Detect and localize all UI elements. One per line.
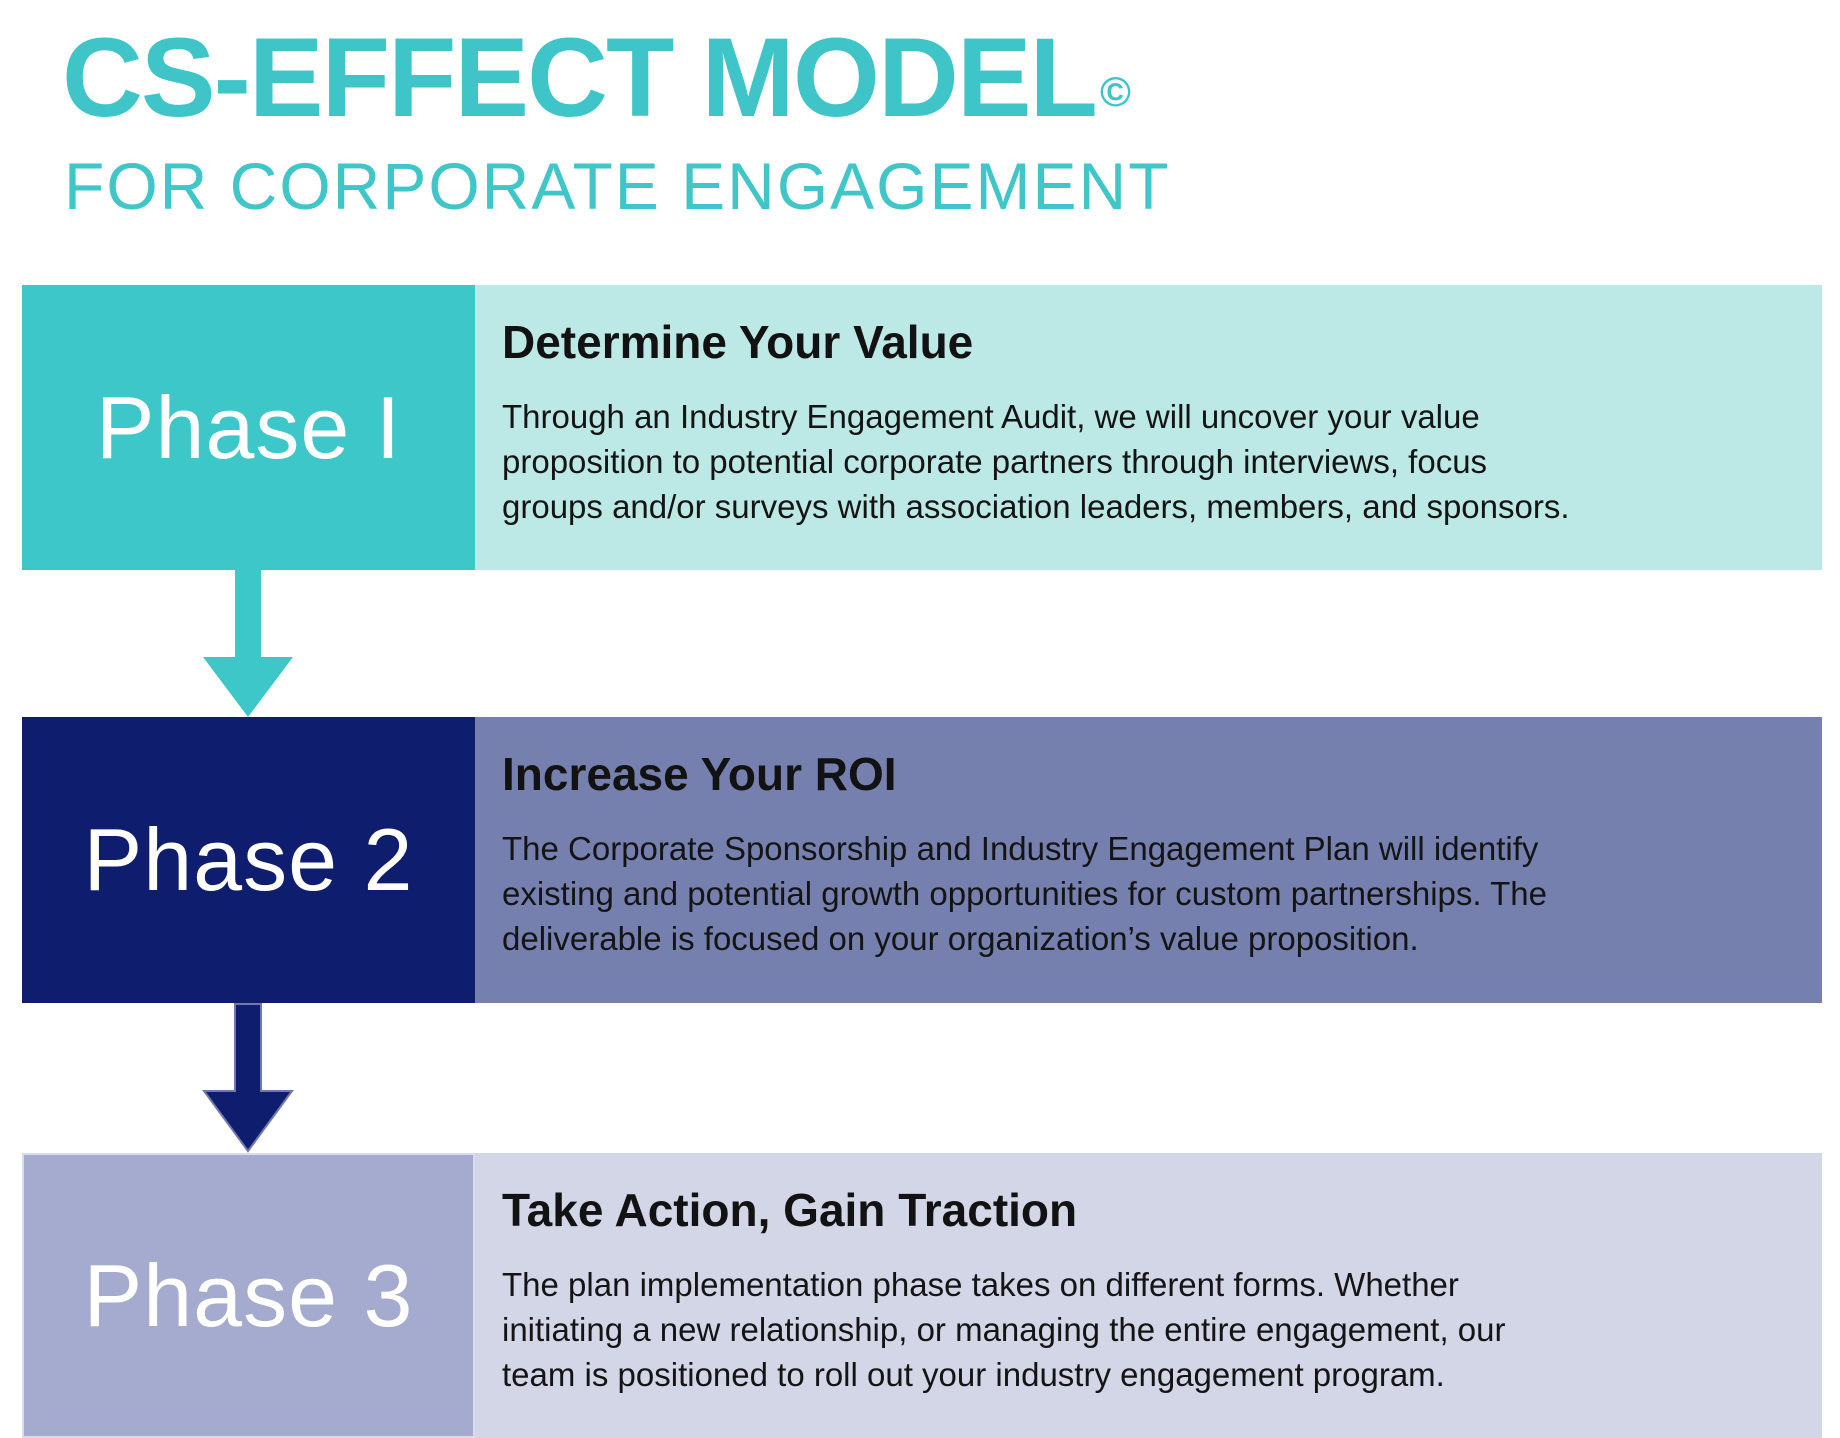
- phase-2-heading: Increase Your ROI: [502, 748, 897, 800]
- phase-2-description: The Corporate Sponsorship and Industry E…: [502, 830, 1547, 957]
- arrow-down-icon: [203, 570, 293, 717]
- phase-3-heading: Take Action, Gain Traction: [502, 1184, 1078, 1236]
- phase-2-label-box: Phase 2: [22, 717, 475, 1003]
- phase-1-content-box: Determine Your Value Through an Industry…: [475, 285, 1822, 570]
- copyright-symbol: ©: [1099, 68, 1131, 115]
- phase-1-description: Through an Industry Engagement Audit, we…: [502, 398, 1570, 525]
- phase-2-row: Phase 2 Increase Your ROI The Corporate …: [22, 717, 1822, 1003]
- phase-2-label: Phase 2: [83, 810, 414, 909]
- phase-3-label-box: Phase 3: [22, 1153, 475, 1438]
- page-title: CS-EFFECT MODEL©: [62, 22, 1131, 134]
- phase-3-description: The plan implementation phase takes on d…: [502, 1266, 1506, 1393]
- page-subtitle: FOR CORPORATE ENGAGEMENT: [64, 149, 1171, 223]
- page-title-text: CS-EFFECT MODEL: [62, 15, 1098, 140]
- phase-3-label: Phase 3: [83, 1245, 414, 1345]
- phase-1-heading: Determine Your Value: [502, 316, 974, 368]
- phase-1-row: Phase I Determine Your Value Through an …: [22, 285, 1822, 570]
- phase-1-label-box: Phase I: [22, 285, 475, 570]
- phase-3-content-box: Take Action, Gain Traction The plan impl…: [475, 1153, 1822, 1438]
- arrow-down-icon: [202, 1003, 294, 1153]
- phase-1-label: Phase I: [95, 377, 402, 477]
- phase-2-content-box: Increase Your ROI The Corporate Sponsors…: [475, 717, 1822, 1003]
- phase-3-row: Phase 3 Take Action, Gain Traction The p…: [22, 1153, 1822, 1438]
